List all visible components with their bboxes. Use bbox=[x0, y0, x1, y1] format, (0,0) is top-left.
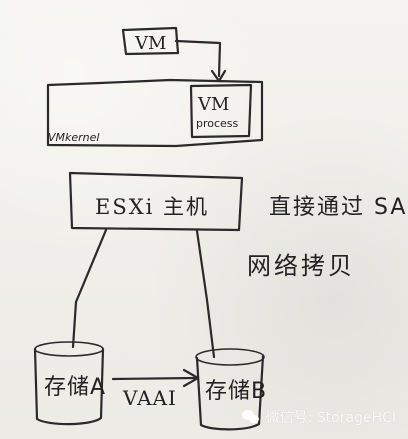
left-storage-cylinder bbox=[33, 341, 105, 426]
vaai-arrow bbox=[111, 368, 200, 388]
vmkernel-label: VMkernel bbox=[48, 131, 99, 144]
vmkernel-frame bbox=[46, 78, 264, 148]
watermark-text: 微信号: StorageHCI bbox=[265, 410, 396, 426]
vm-process-box bbox=[189, 83, 253, 139]
left-storage-label: 存储A bbox=[44, 375, 106, 400]
vaai-label: VAAI bbox=[122, 386, 177, 410]
storage-links bbox=[71, 228, 216, 359]
vm-process-label: process bbox=[196, 117, 239, 130]
top-vm-label: VM bbox=[134, 33, 166, 54]
esxi-host-label: ESXi 主机 bbox=[95, 195, 209, 219]
san-copy-note-line1: 直接通过 SAN bbox=[269, 195, 408, 220]
inner-vm-label: VM bbox=[197, 94, 229, 115]
right-storage-label: 存储B bbox=[205, 379, 267, 404]
esxi-host-box bbox=[68, 171, 244, 232]
san-copy-note-line2: 网络拷贝 bbox=[247, 252, 355, 280]
right-storage-cylinder bbox=[195, 348, 265, 431]
wechat-icon bbox=[241, 408, 260, 426]
watermark: 微信号: StorageHCI bbox=[241, 407, 396, 427]
